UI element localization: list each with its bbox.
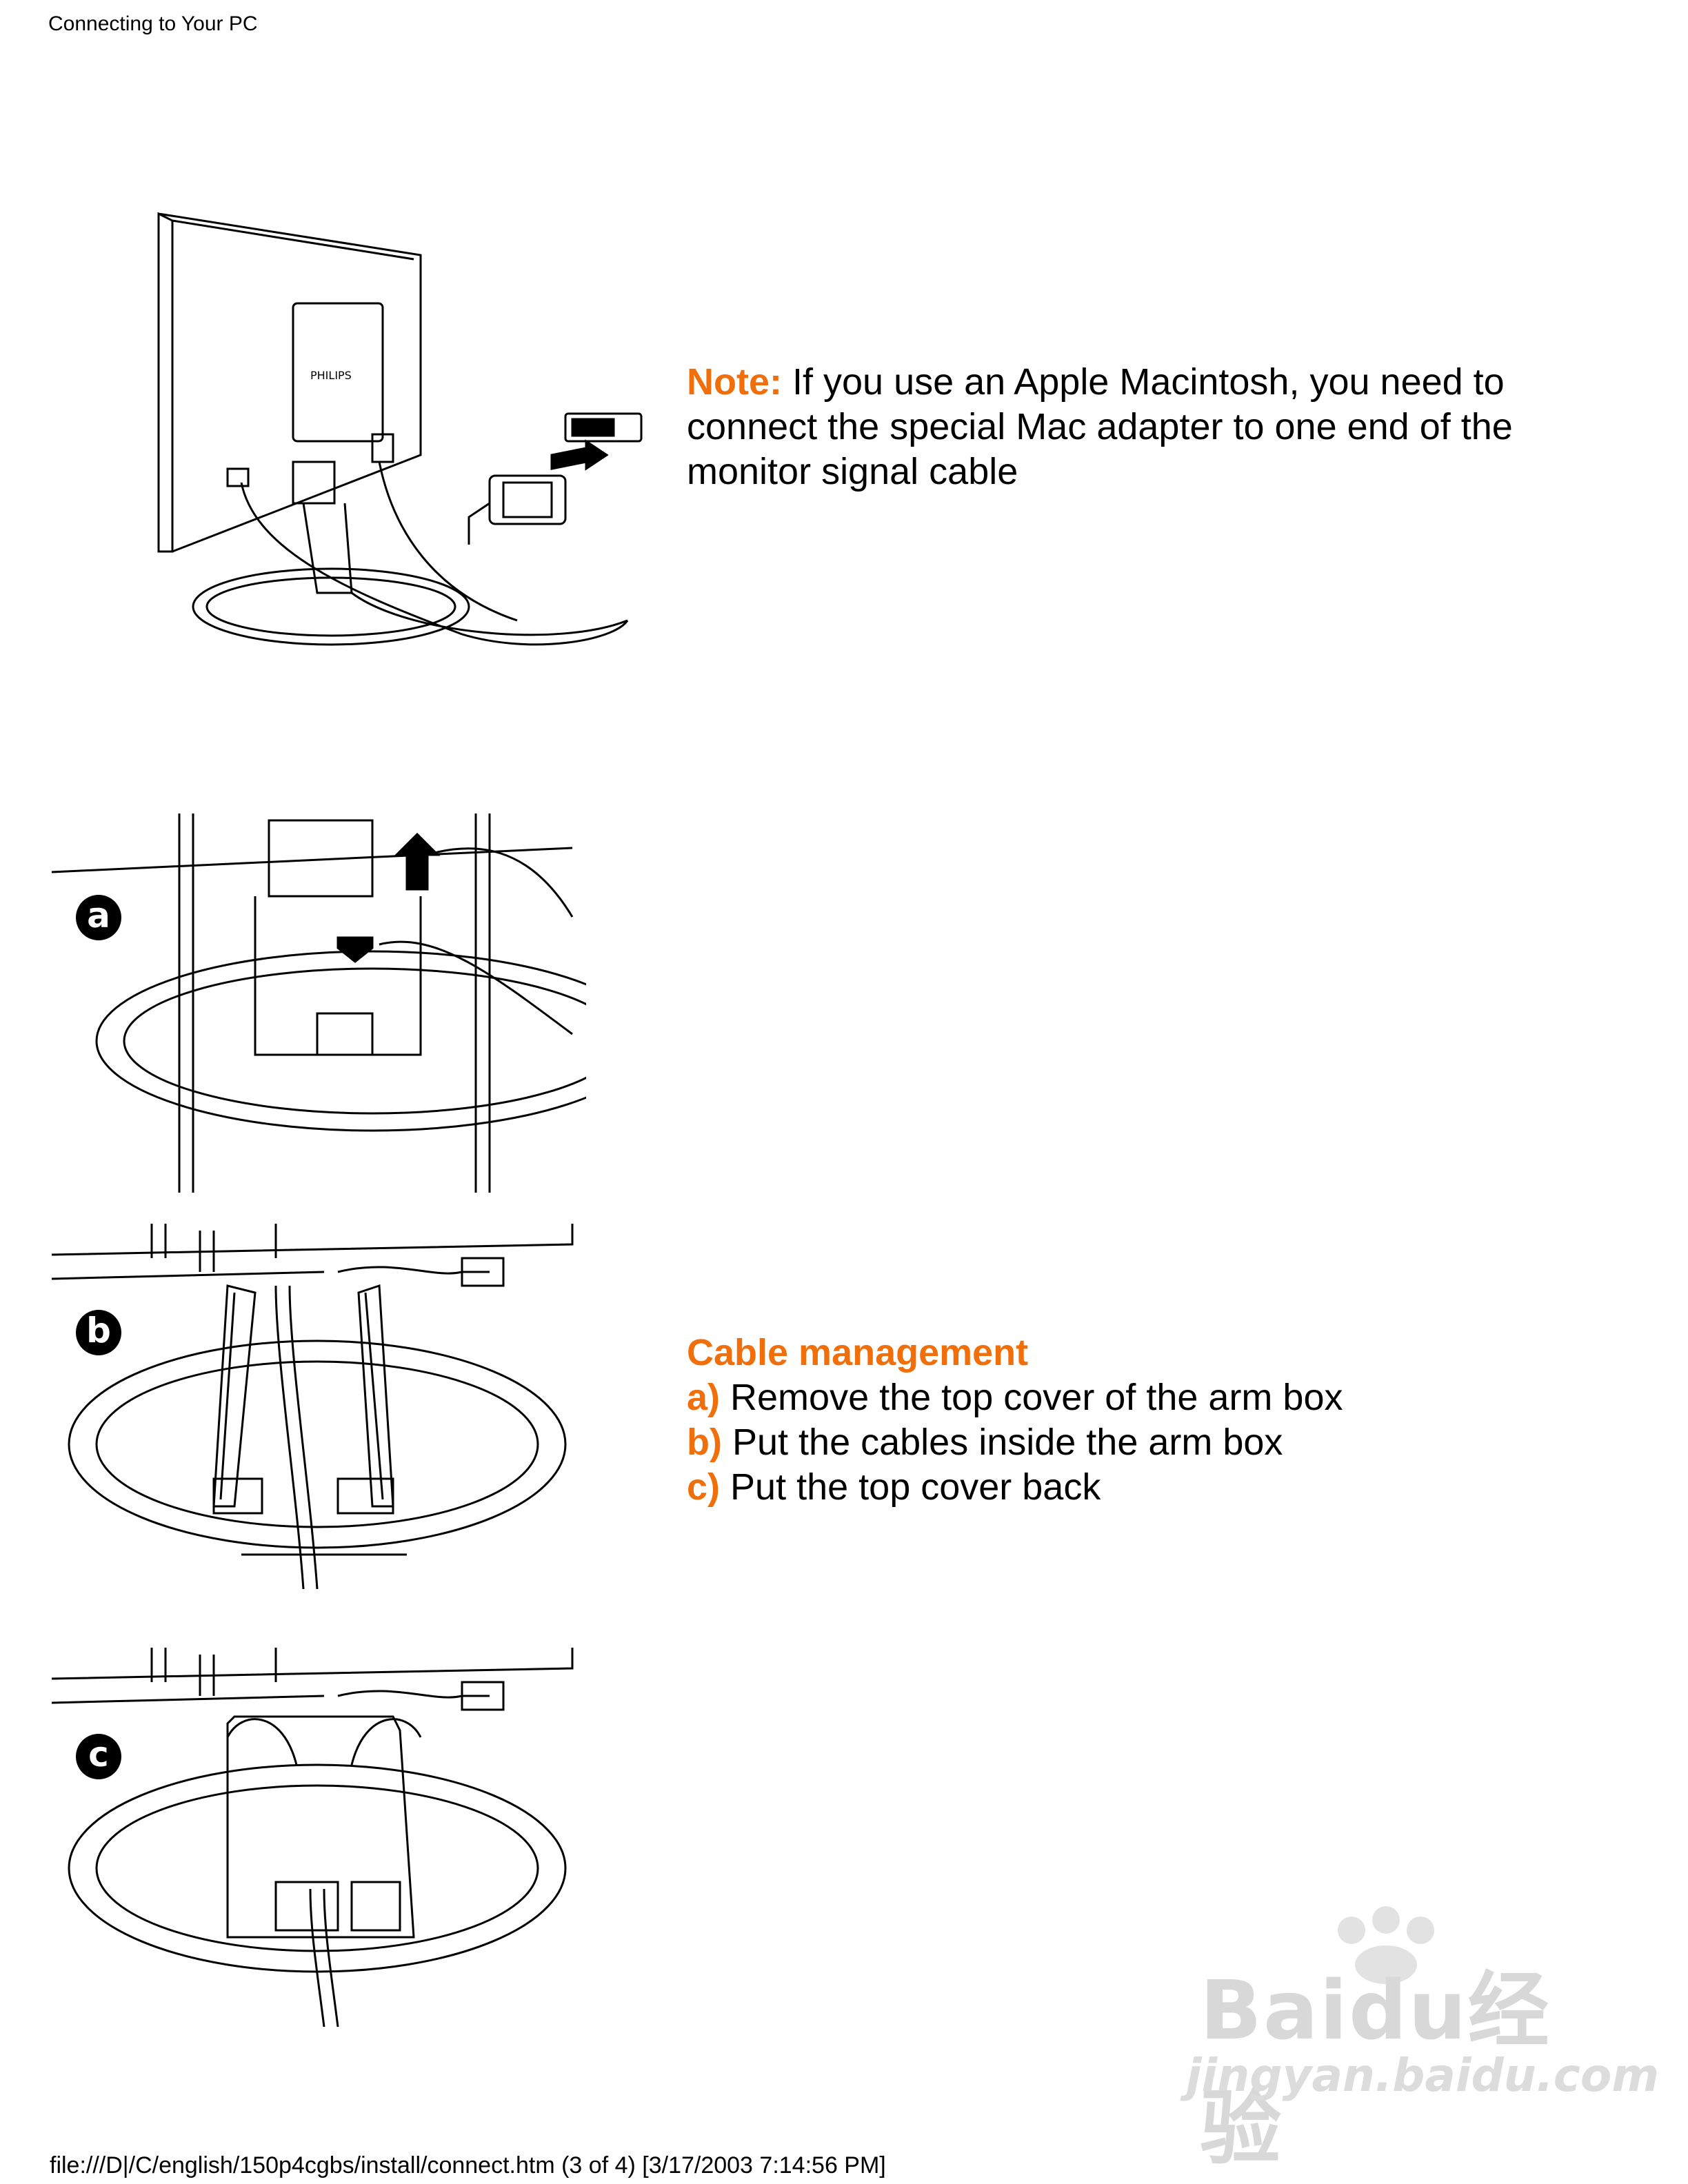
note-text: If you use an Apple Macintosh, you need …	[687, 361, 1513, 492]
step-b-label: b)	[687, 1422, 722, 1463]
step-a-text: Remove the top cover of the arm box	[730, 1377, 1343, 1418]
brand-label: PHILIPS	[310, 369, 352, 382]
note-label: Note:	[687, 361, 782, 403]
monitor-back-illustration: PHILIPS	[145, 207, 655, 662]
step-c-label: c)	[687, 1466, 721, 1508]
step-c-text: Put the top cover back	[730, 1466, 1101, 1508]
paw-icon	[1338, 1906, 1434, 1984]
baidu-watermark: Baidu经验 jingyan.baidu.com	[1172, 1903, 1659, 2176]
watermark-main: Baidu经验	[1200, 1963, 1551, 2176]
page-footer: file:///D|/C/english/150p4cgbs/install/c…	[50, 2152, 886, 2178]
step-b-text: Put the cables inside the arm box	[732, 1422, 1283, 1463]
step-a-label: a)	[687, 1377, 721, 1418]
mac-note: Note: If you use an Apple Macintosh, you…	[687, 360, 1597, 494]
figure-a-remove-cover: a	[48, 807, 586, 1200]
cable-management-section: Cable management a) Remove the top cover…	[687, 1331, 1597, 1510]
figure-a-badge: a	[76, 895, 121, 940]
figure-b-cables-inside: b	[48, 1217, 586, 1610]
step-a: a) Remove the top cover of the arm box	[687, 1375, 1597, 1420]
figure-c-cover-back: c	[48, 1641, 586, 2034]
page-header: Connecting to Your PC	[48, 12, 258, 35]
figure-b-badge: b	[76, 1310, 121, 1355]
cable-management-title: Cable management	[687, 1332, 1029, 1373]
step-c: c) Put the top cover back	[687, 1465, 1597, 1510]
figure-c-badge: c	[76, 1734, 121, 1779]
step-b: b) Put the cables inside the arm box	[687, 1420, 1597, 1465]
watermark-sub: jingyan.baidu.com	[1186, 2049, 1660, 2102]
